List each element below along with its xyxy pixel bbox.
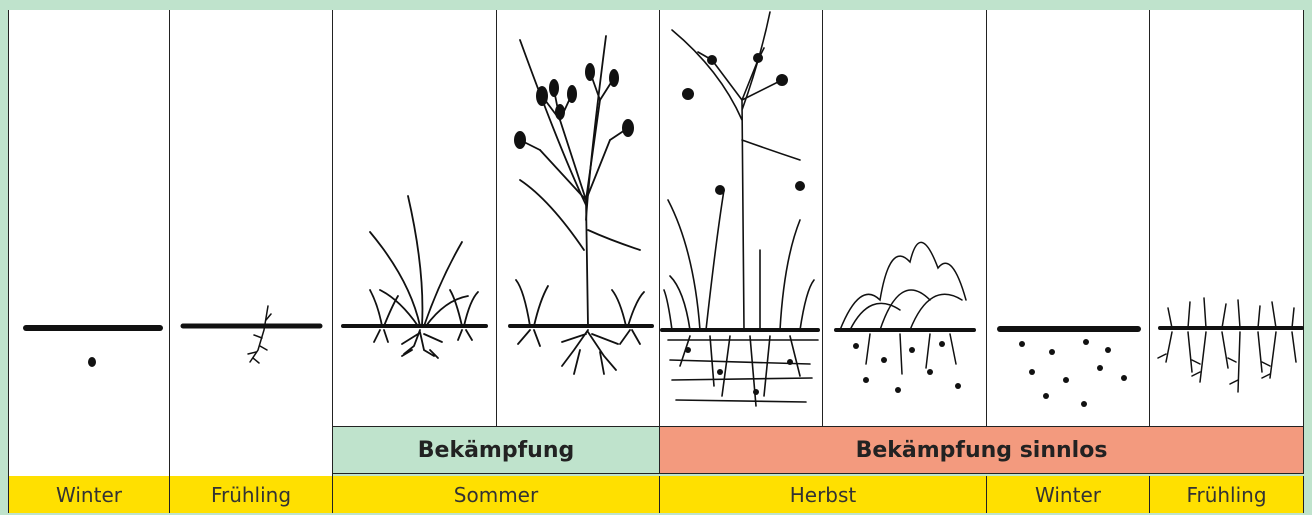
season-spring-2: Frühling bbox=[1149, 476, 1304, 513]
season-winter-2: Winter bbox=[986, 476, 1150, 513]
phase-control-pointless-band: Bekämpfung sinnlos bbox=[659, 426, 1304, 474]
germinating-seed bbox=[248, 306, 271, 363]
phase-control-band: Bekämpfung bbox=[332, 426, 660, 474]
season-summer: Sommer bbox=[332, 476, 660, 513]
mature-grass bbox=[664, 12, 818, 406]
soil-seeds-6 bbox=[853, 341, 961, 393]
withered-grass bbox=[840, 242, 966, 374]
young-grass bbox=[370, 196, 478, 358]
season-spring-1: Frühling bbox=[169, 476, 333, 513]
season-autumn: Herbst bbox=[659, 476, 987, 513]
dormant-seeds bbox=[1019, 339, 1127, 407]
flowering-grass bbox=[516, 36, 644, 374]
many-seedlings bbox=[1158, 298, 1296, 392]
seed-in-soil bbox=[88, 357, 96, 367]
season-winter-1: Winter bbox=[8, 476, 170, 513]
